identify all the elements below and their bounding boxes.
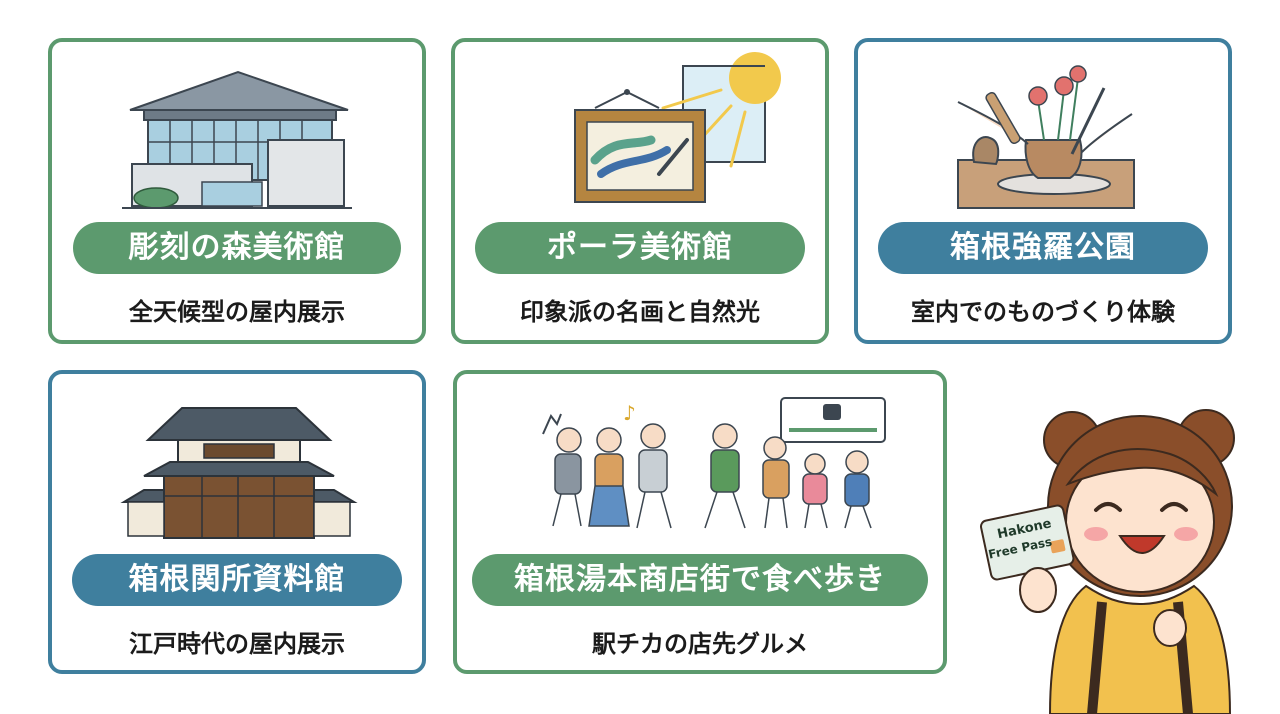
girl-mascot-illustration: Hakone Free Pass <box>980 409 1235 714</box>
checkpoint-gate-icon <box>120 407 358 539</box>
card-subtitle: 室内でのものづくり体験 <box>911 298 1175 326</box>
card-chokoku-no-mori: 彫刻の森美術館 全天候型の屋内展示 <box>48 38 426 344</box>
museum-building-icon <box>122 70 352 209</box>
card-subtitle: 江戸時代の屋内展示 <box>129 630 345 658</box>
card-title: 箱根関所資料館 <box>72 554 402 606</box>
card-sekisho-museum: 箱根関所資料館 江戸時代の屋内展示 <box>48 370 426 674</box>
walking-crowd-icon: ♪ <box>542 397 886 529</box>
card-title: ポーラ美術館 <box>475 222 805 274</box>
pottery-craft-icon <box>957 65 1135 209</box>
card-subtitle: 全天候型の屋内展示 <box>129 298 345 326</box>
card-subtitle: 駅チカの店先グルメ <box>592 630 808 658</box>
card-title: 彫刻の森美術館 <box>73 222 401 274</box>
free-pass-card: Hakone Free Pass <box>980 504 1075 581</box>
card-title: 箱根強羅公園 <box>878 222 1208 274</box>
framed-painting-icon <box>574 52 781 203</box>
svg-text:♪: ♪ <box>623 401 636 425</box>
card-gora-park: 箱根強羅公園 室内でのものづくり体験 <box>854 38 1232 344</box>
card-subtitle: 印象派の名画と自然光 <box>520 298 760 326</box>
card-yumoto-shopping-street: ♪ 箱根湯本商店街で <box>453 370 947 674</box>
card-pola-museum: ポーラ美術館 印象派の名画と自然光 <box>451 38 829 344</box>
card-title: 箱根湯本商店街で食べ歩き <box>472 554 928 606</box>
